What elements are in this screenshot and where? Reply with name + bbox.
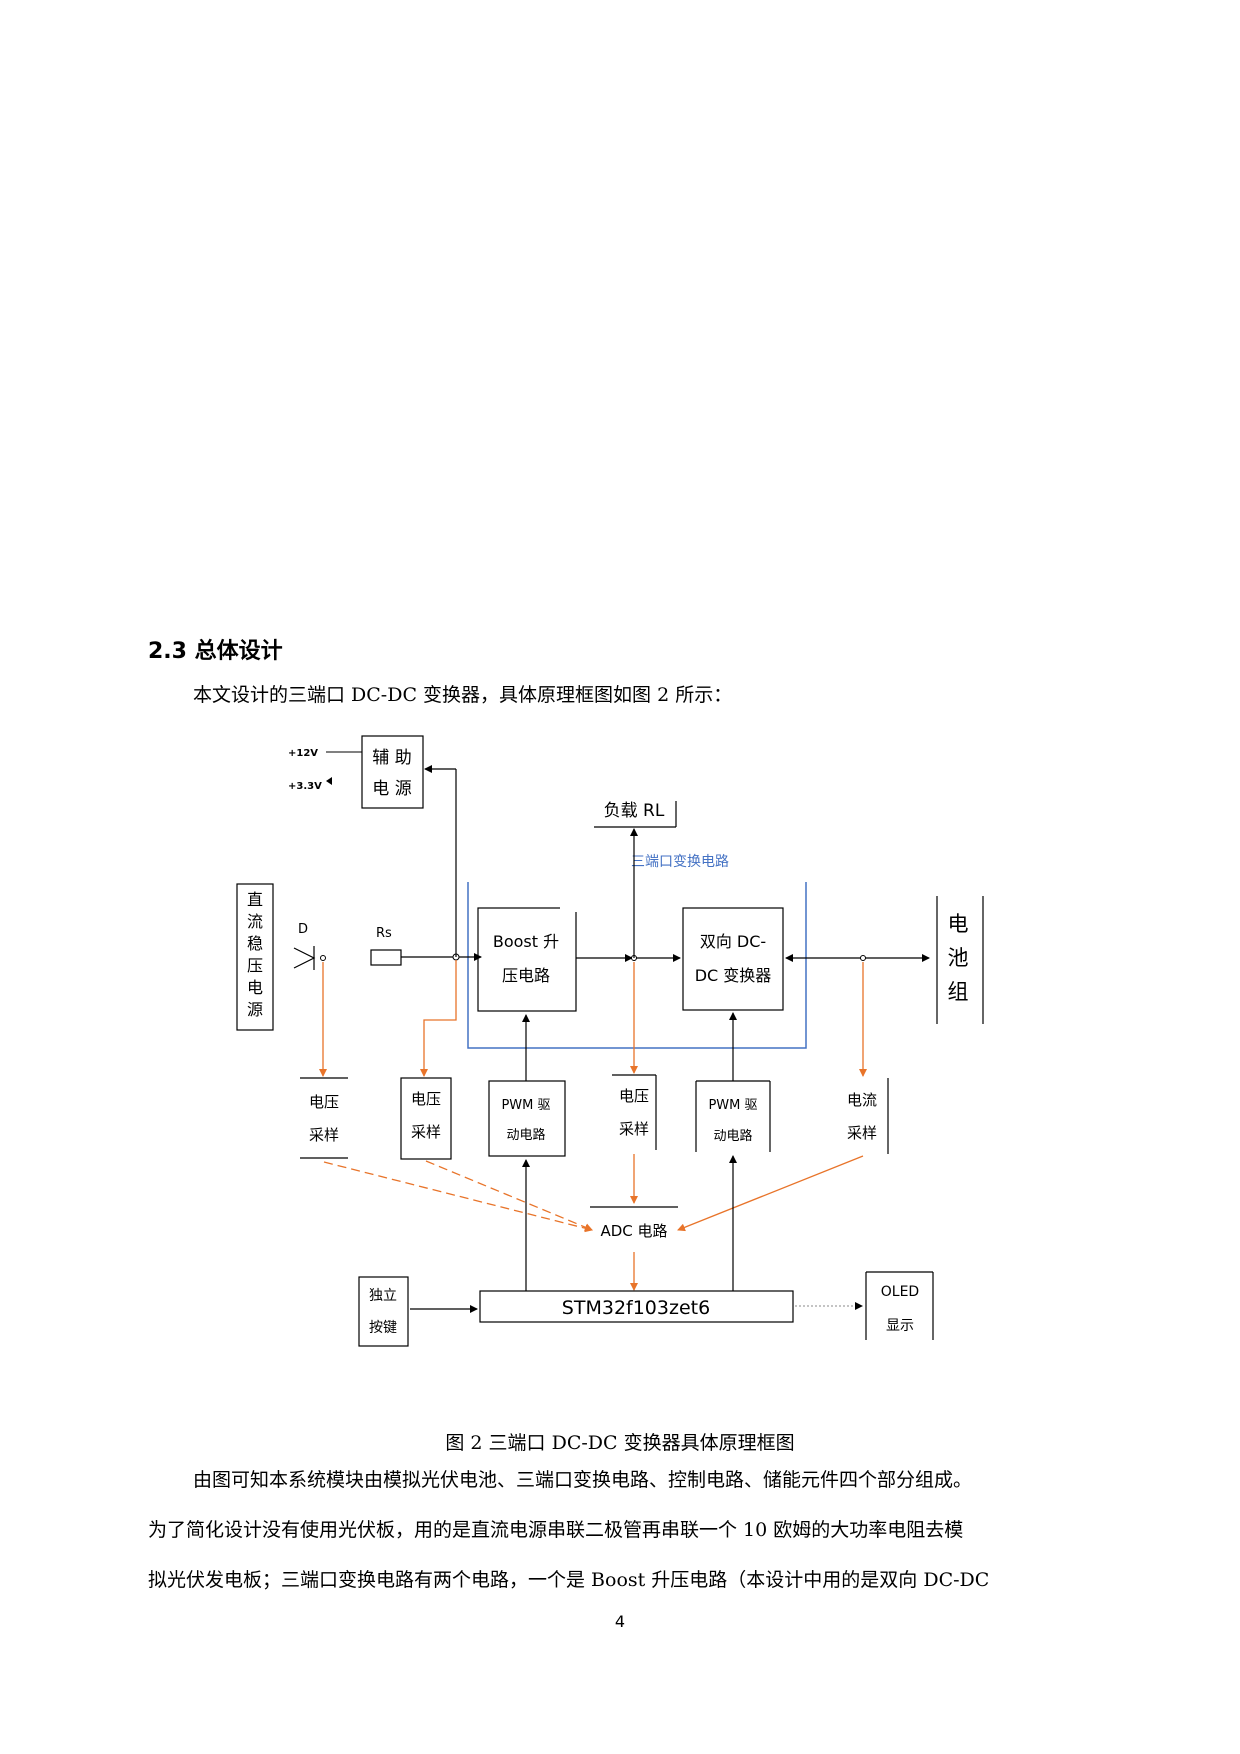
- resistor-symbol: [370, 949, 402, 966]
- body-line-2: 为了简化设计没有使用光伏板，用的是直流电源串联二极管再串联一个 10 欧姆的大功…: [148, 1519, 964, 1541]
- body-line-3: 拟光伏发电板；三端口变换电路有两个电路，一个是 Boost 升压电路（本设计中用…: [148, 1569, 990, 1591]
- pwm-drive-1-label-1: PWM 驱: [501, 1098, 550, 1113]
- current-sample-label-2: 采样: [847, 1124, 877, 1142]
- mcu-box: [479, 1290, 794, 1323]
- section-title: 总体设计: [194, 639, 283, 664]
- three-port-group-label: 三端口变换电路: [631, 853, 729, 870]
- aux-12v-label: +12V: [288, 748, 318, 759]
- dc-source-char-1: 直: [247, 890, 263, 909]
- current-sample-label-1: 电流: [847, 1091, 877, 1109]
- body-line-1: 由图可知本系统模块由模拟光伏电池、三端口变换电路、控制电路、储能元件四个部分组成…: [193, 1469, 973, 1491]
- bidirectional-dcdc-box: [682, 907, 784, 1011]
- battery-char-2: 池: [948, 946, 969, 970]
- dc-source-char-3: 稳: [247, 934, 263, 953]
- boost-label-1: Boost 升: [493, 932, 559, 951]
- three-port-group-outline: [467, 882, 807, 1049]
- section-heading: 2.3 总体设计: [148, 633, 283, 665]
- oled-label-1: OLED: [881, 1284, 919, 1300]
- adc-label: ADC 电路: [600, 1222, 667, 1240]
- dc-source-char-6: 源: [247, 1000, 263, 1019]
- mcu-label: STM32f103zet6: [562, 1297, 710, 1319]
- section-number: 2.3: [148, 639, 187, 664]
- boost-label-2: 压电路: [502, 966, 550, 985]
- dc-source-box: [236, 883, 274, 1031]
- aux-power-box: [361, 735, 424, 809]
- diode-label: D: [298, 922, 308, 937]
- pwm-drive-2-label-1: PWM 驱: [708, 1098, 757, 1113]
- resistor-label: Rs: [376, 926, 392, 941]
- pwm-drive-1-box: [488, 1080, 566, 1157]
- aux-power-label-1: 辅 助: [372, 748, 411, 768]
- page-number: 4: [614, 1612, 626, 1631]
- volt-sample-1-label-2: 采样: [309, 1126, 339, 1144]
- keys-label-1: 独立: [369, 1288, 397, 1304]
- aux-power-label-2: 电 源: [372, 779, 411, 799]
- aux-33v-label: +3.3V: [288, 781, 322, 792]
- battery-char-3: 组: [948, 980, 969, 1004]
- volt-sample-1-label-1: 电压: [309, 1093, 339, 1111]
- diode-symbol: [293, 946, 316, 970]
- volt-sample-3-label-1: 电压: [619, 1087, 649, 1105]
- volt-sample-2-box: [400, 1077, 452, 1160]
- dc-source-char-2: 流: [247, 912, 263, 931]
- volt-sample-2-label-1: 电压: [411, 1090, 441, 1108]
- dc-source-char-4: 压: [247, 956, 263, 975]
- figure-caption: 图 2 三端口 DC-DC 变换器具体原理框图: [445, 1432, 795, 1454]
- dc-source-char-5: 电: [247, 978, 263, 997]
- intro-paragraph: 本文设计的三端口 DC-DC 变换器，具体原理框图如图 2 所示：: [193, 684, 733, 706]
- battery-char-1: 电: [948, 912, 969, 936]
- bidirectional-label-1: 双向 DC-: [700, 932, 766, 951]
- keys-label-2: 按键: [369, 1320, 397, 1336]
- volt-sample-3-label-2: 采样: [619, 1120, 649, 1138]
- oled-label-2: 显示: [886, 1318, 914, 1334]
- bidirectional-label-2: DC 变换器: [695, 966, 772, 985]
- keys-box: [358, 1276, 409, 1347]
- pwm-drive-2-label-2: 动电路: [713, 1128, 752, 1144]
- boost-box: [477, 907, 577, 1012]
- pwm-drive-1-label-2: 动电路: [506, 1127, 545, 1143]
- volt-sample-2-label-2: 采样: [411, 1123, 441, 1141]
- load-label: 负载 RL: [604, 801, 665, 821]
